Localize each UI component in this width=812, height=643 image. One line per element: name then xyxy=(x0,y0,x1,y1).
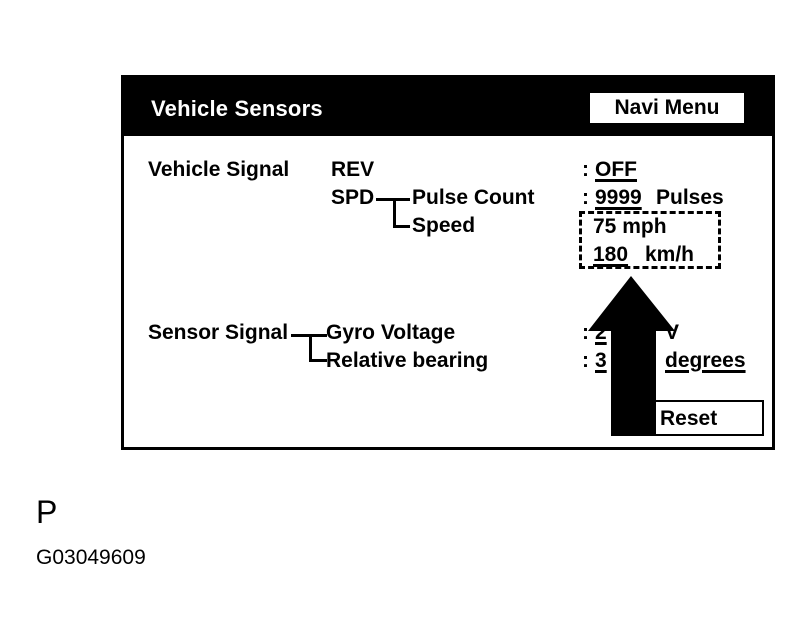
pulse-value: 9999 xyxy=(595,186,642,209)
spd-label: SPD xyxy=(331,186,375,209)
speed-highlight-box xyxy=(579,211,721,269)
rev-value: OFF xyxy=(595,158,637,181)
title-bar: Vehicle Sensors Navi Menu xyxy=(124,78,772,136)
gyro-separator: : xyxy=(582,321,589,344)
spd-bracket-vertical xyxy=(393,198,396,227)
pulse-separator: : xyxy=(582,186,589,209)
bearing-unit: degrees xyxy=(665,349,746,372)
figure-code: G03049609 xyxy=(36,546,146,569)
vehicle-sensors-screen: Vehicle Sensors Navi Menu Vehicle Signal… xyxy=(121,75,775,450)
vehicle-signal-label: Vehicle Signal xyxy=(148,158,290,181)
sensor-bracket-bottom xyxy=(309,359,327,362)
speed-kmh-unit: km/h xyxy=(645,243,695,266)
pulse-count-label: Pulse Count xyxy=(412,186,535,209)
sensor-bracket-vertical xyxy=(309,334,312,361)
speed-mph-value: 75 mph xyxy=(593,215,667,238)
speed-label: Speed xyxy=(412,214,476,237)
pulse-unit: Pulses xyxy=(656,186,724,209)
bearing-separator: : xyxy=(582,349,589,372)
figure-letter: P xyxy=(36,494,58,530)
sensor-signal-label: Sensor Signal xyxy=(148,321,289,344)
speed-kmh-value: 180 xyxy=(593,243,629,266)
reset-button-label: Reset xyxy=(660,407,718,430)
gyro-voltage-label: Gyro Voltage xyxy=(326,321,456,344)
rev-separator: : xyxy=(582,158,589,181)
relative-bearing-label: Relative bearing xyxy=(326,349,489,372)
spd-bracket-bottom xyxy=(393,225,410,228)
bearing-value: 3 xyxy=(595,349,607,372)
up-arrow-icon xyxy=(588,276,675,436)
navi-menu-button[interactable]: Navi Menu xyxy=(588,91,746,125)
rev-label: REV xyxy=(331,158,375,181)
screen-title: Vehicle Sensors xyxy=(151,96,323,121)
gyro-value: 2 xyxy=(595,321,607,344)
